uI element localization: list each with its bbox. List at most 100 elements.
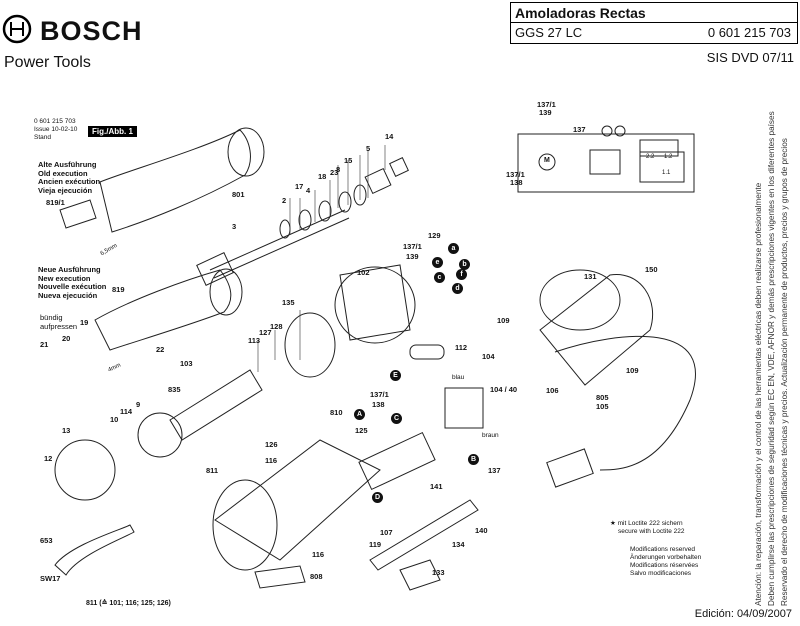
part-label-8: 8 xyxy=(336,165,341,174)
circuit-label-137-1b: 137/1 xyxy=(506,170,525,179)
brand-subtitle: Power Tools xyxy=(4,54,91,71)
part-label-141: 141 xyxy=(430,482,443,491)
part-label-102: 102 xyxy=(357,268,370,277)
star-icon: ★ xyxy=(610,520,616,527)
issue-label: Issue xyxy=(34,126,50,133)
title-block: Amoladoras Rectas GGS 27 LC 0 601 215 70… xyxy=(510,2,798,44)
part-label-125: 125 xyxy=(355,426,368,435)
part-label-805: 805 xyxy=(596,393,609,402)
part-label-19: 19 xyxy=(80,318,89,327)
part-label-107: 107 xyxy=(380,528,393,537)
switch-104 xyxy=(444,387,484,429)
part-label-116a: 116 xyxy=(265,456,278,465)
mod-de: Änderungen vorbehalten xyxy=(630,554,702,561)
loctite-en: secure with Loctite 222 xyxy=(618,528,685,535)
circuit-c4: 2.2 xyxy=(646,154,655,160)
part-label-808: 808 xyxy=(310,572,323,581)
figure-part-number: 0 601 215 703 xyxy=(34,118,76,125)
part-label-21: 21 xyxy=(40,340,49,349)
felt-808 xyxy=(254,565,306,589)
part-label-109b: 109 xyxy=(626,366,639,375)
part-label-22: 22 xyxy=(156,345,165,354)
old-nose-flange xyxy=(227,127,265,177)
minus-terminal xyxy=(614,125,626,137)
slider-133 xyxy=(399,559,441,591)
circuit-label-139: 139 xyxy=(539,108,552,117)
part-label-128: 128 xyxy=(270,322,283,331)
part-label-131: 131 xyxy=(584,272,597,281)
part-label-9: 9 xyxy=(136,400,141,409)
part-label-23: 23 xyxy=(330,168,339,177)
part-label-113: 113 xyxy=(248,336,261,345)
flush-press-label: bündig aufpressen xyxy=(40,313,78,331)
part-label-119: 119 xyxy=(369,540,382,549)
callout-a: a xyxy=(448,243,459,254)
wrench-653 xyxy=(54,524,135,576)
part-label-129: 129 xyxy=(428,231,441,240)
part-label-13: 13 xyxy=(62,426,71,435)
circuit-label-137: 137 xyxy=(573,125,586,134)
rear-cover-end xyxy=(539,269,621,331)
nut-5 xyxy=(364,167,392,195)
part-label-134: 134 xyxy=(452,540,465,549)
callout-d: d xyxy=(452,283,463,294)
figure-meta: 0 601 215 703 Issue 10-02-10 Stand xyxy=(34,118,77,142)
callout-c: c xyxy=(434,272,445,283)
part-label-835: 835 xyxy=(168,385,181,394)
footnote-811: 811 (≙ 101; 116; 125; 126) xyxy=(86,600,171,607)
part-label-133: 133 xyxy=(432,568,445,577)
mod-fr: Modifications réservées xyxy=(630,562,699,569)
part-label-105: 105 xyxy=(596,402,609,411)
armature-fan xyxy=(137,412,183,458)
wire-braun: braun xyxy=(482,432,499,439)
flush-line-2: aufpressen xyxy=(40,321,78,331)
bosch-logo-icon xyxy=(2,14,32,44)
part-label-126: 126 xyxy=(265,440,278,449)
callout-A: A xyxy=(354,409,365,420)
part-label-810: 810 xyxy=(330,408,343,417)
old-exec-de: Alte Ausführung xyxy=(38,160,97,169)
collet-14 xyxy=(389,157,409,177)
power-cable xyxy=(554,335,696,471)
ring-2 xyxy=(279,219,291,239)
part-label-3: 3 xyxy=(232,222,237,231)
part-label-150: 150 xyxy=(645,265,658,274)
ring-17 xyxy=(298,209,312,231)
housing-front xyxy=(212,479,278,571)
part-label-137-1: 137/1 xyxy=(403,242,422,251)
armature xyxy=(169,369,263,441)
spindle-gear xyxy=(196,252,234,286)
product-title: Amoladoras Rectas xyxy=(515,5,646,21)
wire-blau: blau xyxy=(452,374,465,381)
part-label-819: 819 xyxy=(112,285,125,294)
old-nose-housing xyxy=(99,129,251,233)
circuit-frame xyxy=(517,133,695,193)
part-label-811: 811 xyxy=(206,466,219,475)
part-label-4: 4 xyxy=(306,186,311,195)
motor-housing-811 xyxy=(214,439,381,561)
electronic-module xyxy=(358,431,436,491)
part-label-104: 104 xyxy=(482,352,495,361)
motor-symbol-label: M xyxy=(544,157,550,164)
new-exec-de: Neue Ausführung xyxy=(38,265,101,274)
part-label-135: 135 xyxy=(282,298,295,307)
new-exec-es: Nueva ejecución xyxy=(38,290,98,300)
part-label-116b: 116 xyxy=(312,550,325,559)
callout-D: D xyxy=(372,492,383,503)
part-label-112: 112 xyxy=(455,343,468,352)
old-collet xyxy=(59,199,97,229)
callout-B: B xyxy=(468,454,479,465)
motor-symbol xyxy=(538,153,556,171)
power-plug xyxy=(546,448,594,488)
model-name: GGS 27 LC xyxy=(515,25,583,40)
part-label-106: 106 xyxy=(546,386,559,395)
circuit-box-1 xyxy=(589,149,621,175)
part-label-137: 137 xyxy=(488,466,501,475)
part-label-138: 138 xyxy=(372,400,385,409)
stand-label: Stand xyxy=(34,134,51,141)
part-label-10: 10 xyxy=(110,415,119,424)
part-label-12: 12 xyxy=(44,454,53,463)
part-label-sw17: SW17 xyxy=(40,574,61,583)
old-exec-en: Old execution xyxy=(38,168,88,178)
capacitor-112 xyxy=(409,344,445,360)
